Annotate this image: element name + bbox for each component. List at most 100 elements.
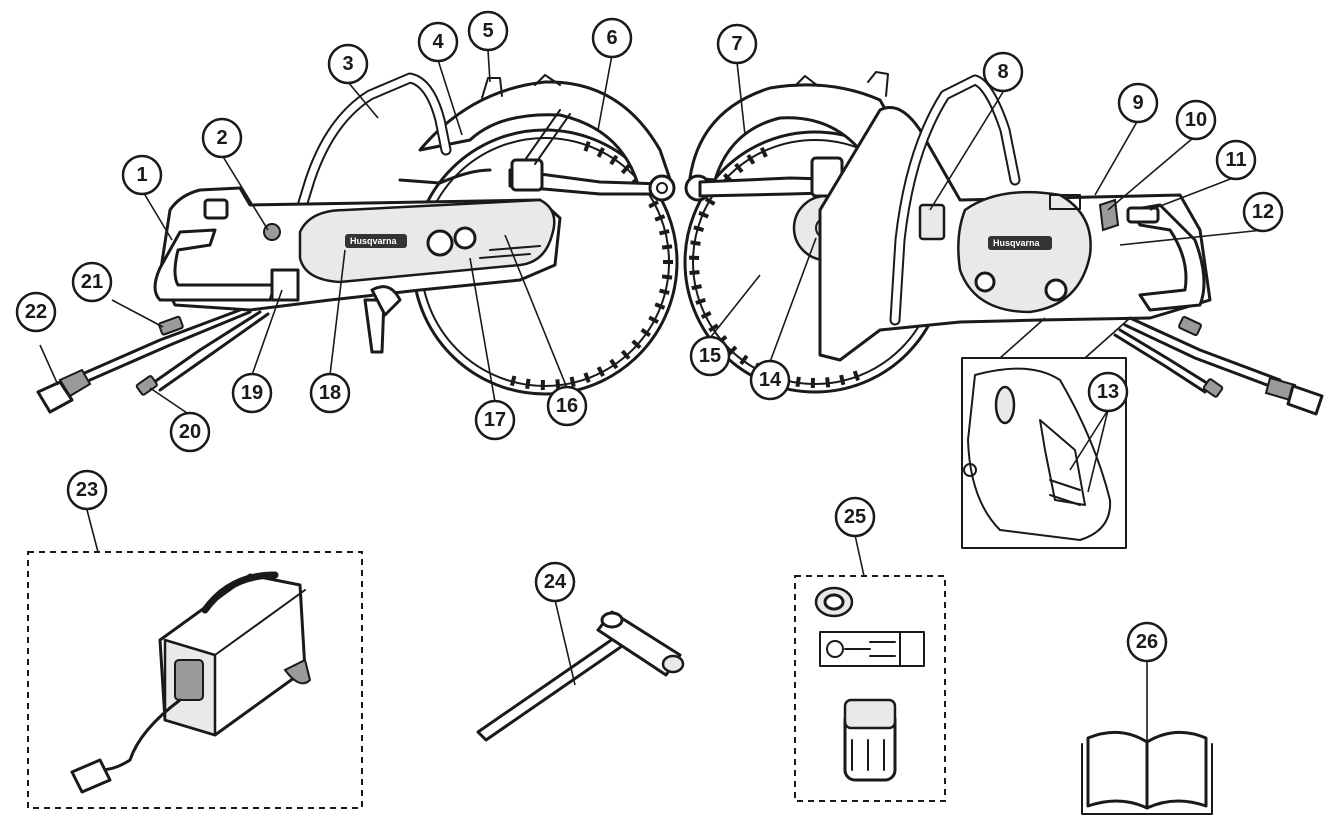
svg-text:22: 22: [25, 301, 47, 323]
blade-segment: [640, 328, 651, 338]
blade-segment: [596, 366, 605, 377]
callout-10: 10: [1175, 99, 1217, 141]
blade-segment: [583, 372, 591, 383]
callout-2: 2: [201, 117, 243, 159]
callout-19: 19: [231, 372, 273, 414]
svg-text:18: 18: [319, 382, 341, 404]
blade-segment: [739, 354, 749, 366]
svg-text:17: 17: [484, 409, 506, 431]
svg-text:15: 15: [699, 345, 721, 367]
blade-segment: [555, 379, 561, 390]
callout-12: 12: [1242, 191, 1284, 233]
brand-logo-left: Husqvarna: [345, 234, 407, 248]
callout-1: 1: [121, 154, 163, 196]
power-unit-box: [27, 551, 363, 809]
blade-segment: [700, 311, 712, 320]
callout-5: 5: [467, 10, 509, 52]
blade-segment: [583, 141, 591, 152]
callout-7: 7: [716, 23, 758, 65]
blade-segment: [704, 197, 716, 206]
callout-badges: 1 2 3 4 5 6 7 8 9 10 11 12 13 14 15 16 1…: [15, 10, 1284, 663]
svg-text:21: 21: [81, 271, 103, 293]
callout-4: 4: [417, 21, 459, 63]
callout-15: 15: [689, 335, 731, 377]
svg-text:14: 14: [759, 369, 782, 391]
svg-text:3: 3: [342, 53, 353, 75]
callout-23: 23: [66, 469, 108, 511]
blade-segment: [609, 154, 619, 166]
combination-wrench: [476, 610, 685, 742]
blade-segment: [654, 214, 666, 222]
callout-24: 24: [534, 561, 576, 603]
blade-segment: [708, 323, 719, 333]
blade-segment: [569, 376, 576, 388]
svg-text:26: 26: [1136, 631, 1158, 653]
callout-3: 3: [327, 43, 369, 85]
svg-text:11: 11: [1225, 149, 1246, 171]
operator-manual: [1081, 660, 1213, 815]
blade-segment: [690, 240, 701, 246]
blade-segment: [759, 146, 768, 158]
blade-segment: [609, 358, 619, 370]
callout-6: 6: [591, 17, 633, 59]
leader-lines: [39, 49, 1264, 686]
blade-segment: [698, 210, 710, 219]
blade-segment: [689, 270, 700, 275]
svg-text:19: 19: [241, 382, 263, 404]
blade-segment: [596, 147, 605, 158]
brand-logo-right: Husqvarna: [988, 236, 1052, 250]
blade-segment: [659, 288, 670, 295]
svg-text:9: 9: [1132, 92, 1143, 114]
callout-20: 20: [169, 411, 211, 453]
callout-17: 17: [474, 399, 516, 441]
svg-text:6: 6: [606, 27, 617, 49]
blade-segment: [525, 378, 531, 390]
svg-text:4: 4: [432, 31, 444, 53]
callout-9: 9: [1117, 82, 1159, 124]
blade-segment: [852, 370, 860, 382]
callout-22: 22: [15, 291, 57, 333]
callout-8: 8: [982, 51, 1024, 93]
callout-16: 16: [546, 385, 588, 427]
svg-text:Husqvarna: Husqvarna: [350, 236, 398, 246]
svg-text:8: 8: [997, 61, 1008, 83]
blade-segment: [746, 154, 756, 165]
blade-segment: [734, 162, 744, 174]
svg-text:1: 1: [136, 164, 147, 186]
callout-26: 26: [1126, 621, 1168, 663]
callout-18: 18: [309, 372, 351, 414]
blade-guard-left: [418, 80, 674, 194]
cable-left-main: [78, 308, 242, 377]
svg-text:2: 2: [216, 127, 227, 149]
svg-text:25: 25: [844, 506, 866, 528]
handle-detail-inset: [961, 317, 1131, 549]
blade-segment: [648, 200, 659, 209]
callout-25: 25: [834, 496, 876, 538]
cutter-right-view: Husqvarna: [683, 71, 1324, 416]
blade-segment: [661, 274, 673, 280]
cable-left-secondary: [148, 310, 262, 387]
blade-segment: [727, 345, 738, 356]
blade-segment: [648, 315, 659, 324]
svg-text:7: 7: [731, 33, 742, 55]
blade-segment: [661, 244, 673, 250]
cutter-left-view: Husqvarna: [36, 72, 679, 414]
svg-text:23: 23: [76, 479, 98, 501]
svg-text:10: 10: [1185, 109, 1207, 131]
svg-text:5: 5: [482, 20, 493, 42]
accessory-kit: [794, 575, 946, 802]
svg-text:12: 12: [1252, 201, 1274, 223]
blade-segment: [620, 349, 631, 360]
svg-text:Husqvarna: Husqvarna: [993, 238, 1041, 248]
blade-segment: [691, 284, 702, 291]
callout-13: 13: [1087, 371, 1129, 413]
blade-segment: [695, 297, 706, 305]
cable-right-main: [1128, 316, 1282, 382]
blade-segment: [654, 302, 666, 310]
svg-text:20: 20: [179, 421, 201, 443]
callout-21: 21: [71, 261, 113, 303]
blade-segment: [693, 225, 705, 232]
blade-segment: [795, 376, 801, 388]
svg-text:16: 16: [556, 395, 578, 417]
